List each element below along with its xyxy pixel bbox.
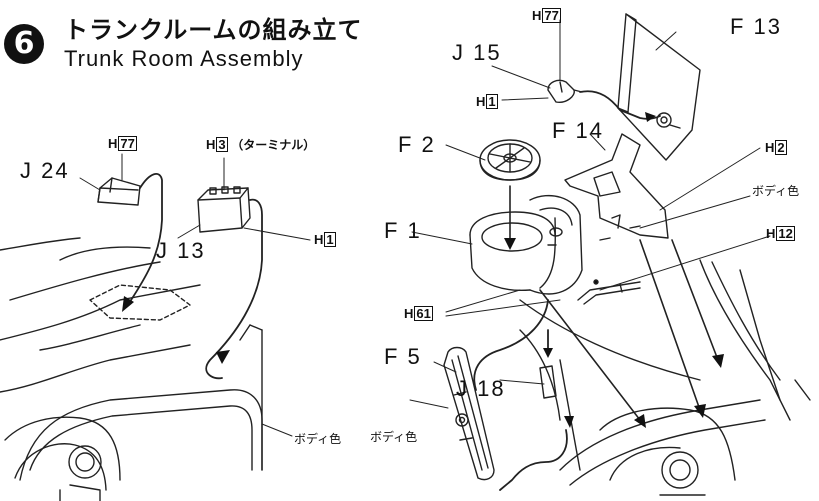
label-h1-right-num: 1 — [486, 94, 498, 109]
step-number-badge: 6 — [4, 24, 44, 64]
leaders-right — [409, 19, 771, 409]
label-h77-left-prefix: H — [108, 136, 118, 151]
leaders-left — [79, 153, 311, 437]
step-title-japanese: トランクルームの組み立て — [64, 16, 363, 44]
label-h3-prefix: H — [206, 137, 216, 152]
label-body-color-f14: ボディ色 — [752, 184, 800, 198]
label-h77-left-num: 77 — [118, 136, 137, 151]
label-j24: J 24 — [20, 158, 70, 183]
label-body-color-left: ボディ色 — [294, 432, 342, 446]
label-h2-num: 2 — [775, 140, 787, 155]
arrows-right — [509, 185, 719, 421]
label-h61-prefix: H — [404, 306, 414, 321]
label-f2: F 2 — [398, 132, 436, 157]
label-f14: F 14 — [552, 118, 605, 143]
label-h1-left-prefix: H — [314, 232, 324, 247]
label-j13: J 13 — [156, 238, 206, 263]
step-title-english: Trunk Room Assembly — [64, 46, 304, 71]
label-j18: J 18 — [456, 376, 506, 401]
label-h12-num: 12 — [776, 226, 795, 241]
j24-part — [97, 177, 141, 206]
label-h61-num: 61 — [414, 306, 433, 321]
j13-part — [197, 186, 251, 233]
j15-part — [547, 79, 583, 104]
left-trunk-body — [0, 237, 263, 501]
label-f1: F 1 — [384, 218, 422, 243]
small-tab — [539, 365, 557, 399]
wires-left — [127, 173, 263, 380]
f5-part — [443, 346, 495, 481]
wires-right — [473, 90, 661, 491]
label-body-color-f5: ボディ色 — [370, 430, 418, 444]
f14-part — [564, 133, 669, 241]
label-h12-prefix: H — [766, 226, 776, 241]
label-h77-right-prefix: H — [532, 8, 542, 23]
label-j15: J 15 — [452, 40, 502, 65]
label-h1-right-prefix: H — [476, 94, 486, 109]
arrows-left — [122, 296, 230, 364]
label-h3-note: （ターミナル） — [231, 138, 316, 152]
label-f5: F 5 — [384, 344, 422, 369]
label-f13: F 13 — [730, 14, 783, 39]
j18-part — [577, 279, 641, 305]
label-h1-left-num: 1 — [324, 232, 336, 247]
f13-part — [617, 13, 701, 161]
label-h2-prefix: H — [765, 140, 775, 155]
f1-part — [469, 194, 583, 295]
label-h3-num: 3 — [216, 137, 228, 152]
arrowheads-right — [504, 112, 724, 428]
right-car-body — [519, 259, 811, 496]
f2-part — [479, 139, 541, 181]
label-h77-right-num: 77 — [542, 8, 561, 23]
